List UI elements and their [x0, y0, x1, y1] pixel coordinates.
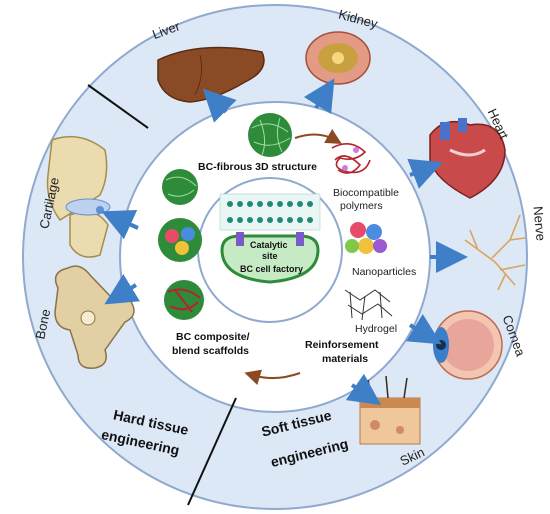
biocompatible-label-1: Biocompatible	[333, 187, 399, 199]
hydrogel-label: Hydrogel	[355, 323, 397, 335]
catalytic-label-2: site	[262, 251, 278, 261]
reinforcement-label-1: Reinforsement	[305, 339, 379, 351]
bacterial-cell-icon	[220, 232, 320, 284]
scaffold-icon-3	[164, 280, 204, 320]
nerve-label: Nerve	[531, 206, 549, 242]
reinforcement-label-2: materials	[322, 353, 368, 365]
nanoparticles-label: Nanoparticles	[352, 266, 416, 278]
composite-label-2: blend scaffolds	[172, 345, 249, 357]
arrow-to-cornea	[406, 314, 442, 345]
biocompatible-label-2: polymers	[340, 200, 383, 212]
brown-arrow-top	[294, 129, 342, 145]
skin-icon	[359, 375, 421, 445]
composite-label-1: BC composite/	[176, 331, 250, 343]
hydrogel-icon	[344, 289, 393, 321]
arrow-to-skin	[345, 373, 382, 406]
bone-label: Bone	[32, 308, 53, 341]
liver-icon	[157, 46, 265, 103]
nanoparticles-icon	[345, 222, 387, 254]
heart-icon	[429, 118, 506, 199]
factory-label: BC cell factory	[240, 264, 303, 274]
divider-top-left	[87, 84, 149, 129]
fibrous-structure-icon	[248, 113, 292, 157]
catalytic-label-1: Catalytic	[250, 240, 288, 250]
arrow-to-cartilage	[101, 210, 139, 240]
blue-arrows	[101, 78, 468, 406]
scaffold-icon-2	[158, 218, 202, 262]
bone-icon	[54, 265, 135, 369]
divider-bottom	[187, 397, 237, 506]
cellulose-chains-icon	[219, 193, 321, 231]
arrow-to-bone	[104, 274, 140, 305]
nerve-icon	[464, 214, 526, 291]
brown-arrow-bottom	[244, 369, 301, 385]
arrow-to-heart	[407, 158, 443, 189]
polymer-icon	[331, 143, 371, 174]
arrow-to-liver	[202, 88, 237, 123]
arrow-to-kidney	[303, 78, 335, 115]
scaffold-icon-1	[162, 169, 198, 205]
kidney-icon	[305, 31, 371, 85]
fibrous-label: BC-fibrous 3D structure	[198, 161, 317, 173]
cartilage-icon	[46, 135, 111, 258]
eye-icon	[433, 310, 503, 380]
